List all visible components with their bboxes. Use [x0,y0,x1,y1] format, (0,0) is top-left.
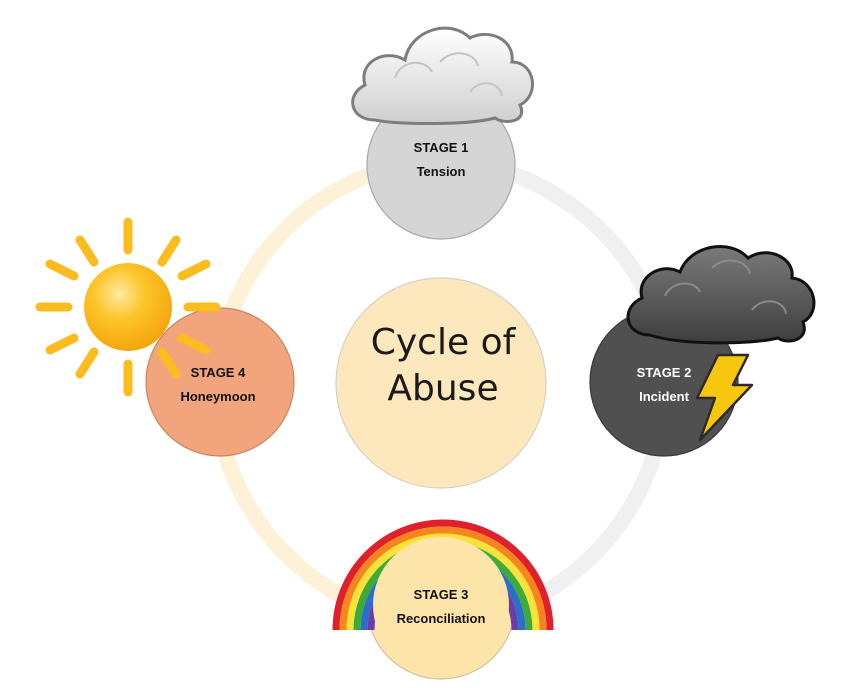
stage-3-label: STAGE 3 Reconciliation [371,583,511,631]
center-title-line-1: Cycle of [370,322,516,363]
stage-2-number: STAGE 2 [636,365,692,380]
stage-4-number: STAGE 4 [190,365,246,380]
stage-2-label: STAGE 2 Incident [604,361,724,409]
center-title: Cycle of Abuse [338,320,548,412]
cloud-icon [351,26,534,126]
stage-4-label: STAGE 4 Honeymoon [158,361,278,409]
sun-icon [35,217,221,397]
storm-cloud-lightning-icon [626,245,816,442]
stage-1-name: Tension [416,164,466,179]
stage-3-number: STAGE 3 [413,587,469,602]
center-title-line-2: Abuse [387,368,499,409]
center-circle [335,277,547,489]
stage-1-number: STAGE 1 [413,140,469,155]
stage-2-name: Incident [639,389,689,404]
stage-4-name: Honeymoon [180,389,256,404]
stage-3-name: Reconciliation [396,611,486,626]
stage-1-label: STAGE 1 Tension [381,136,501,184]
